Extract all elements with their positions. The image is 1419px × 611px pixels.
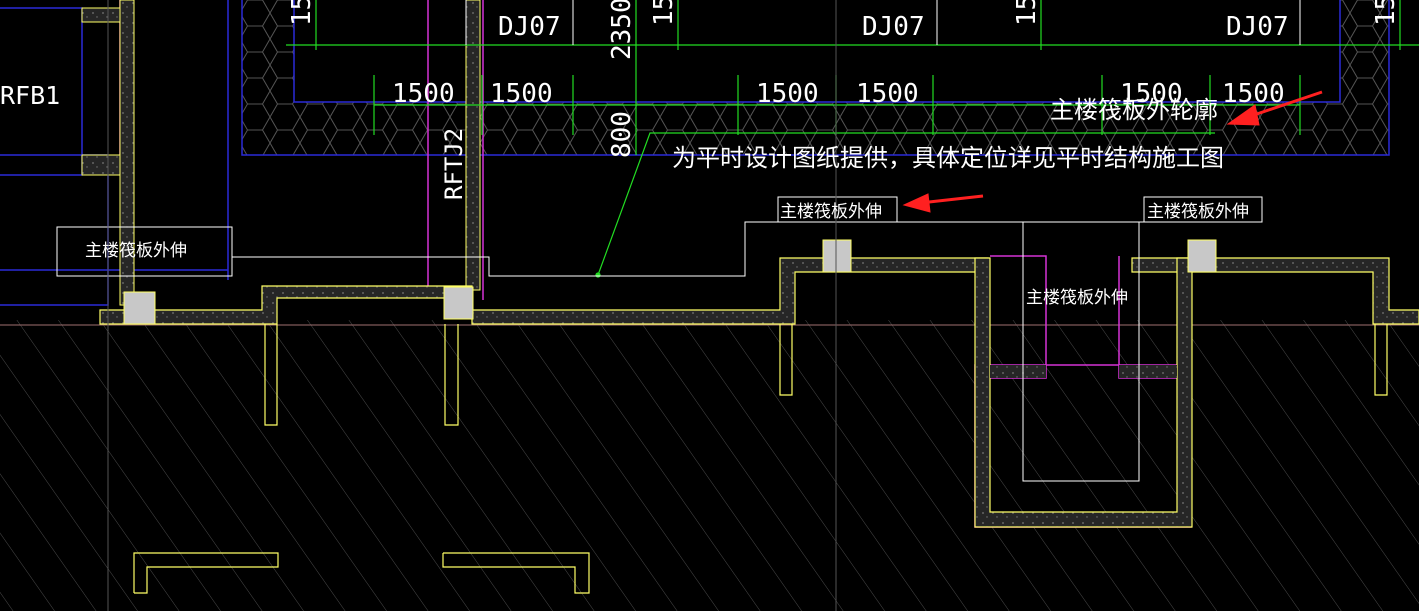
dim-15-b: 15 [649, 0, 679, 26]
dim-1500-5: 1500 [1120, 79, 1183, 109]
dim-15-d: 15 [1371, 0, 1401, 26]
annotation-arrows [902, 90, 1323, 213]
raft-hex-hatch [242, 0, 1389, 155]
label-rftj2: RFTJ2 [440, 128, 468, 200]
column-box [443, 286, 474, 320]
label-rfb1: RFB1 [0, 81, 60, 110]
dim-15-c: 15 [1012, 0, 1042, 26]
raft-slab-profile [99, 257, 1419, 594]
annotation-raft-ext-right: 主楼筏板外伸 [1147, 202, 1249, 222]
annotation-raft-ext-pit: 主楼筏板外伸 [1026, 288, 1128, 308]
dim-15-a: 15 [287, 0, 317, 26]
annotation-raft-ext-mid: 主楼筏板外伸 [780, 202, 882, 222]
column-boxes [123, 239, 1217, 325]
dim-2350: 2350 [607, 0, 637, 60]
left-wall [81, 0, 481, 306]
label-dj07-a: DJ07 [498, 12, 561, 42]
dim-1500-6: 1500 [1222, 79, 1285, 109]
arrow-to-raft-ext [902, 193, 984, 213]
annotation-outline-title: 主楼筏板外轮廓 [1050, 96, 1218, 124]
white-frame-lines [56, 0, 1301, 482]
dim-800: 800 [607, 111, 637, 158]
annotation-raft-ext-left: 主楼筏板外伸 [85, 241, 187, 261]
annotation-provided-note: 为平时设计图纸提供，具体定位详见平时结构施工图 [672, 144, 1224, 172]
label-dj07-b: DJ07 [862, 12, 925, 42]
green-dimension-lines [286, 0, 1419, 278]
column-box [822, 239, 852, 273]
dim-1500-4: 1500 [856, 79, 919, 109]
dim-1500-1: 1500 [392, 79, 455, 109]
dim-1500-2: 1500 [490, 79, 553, 109]
axis-lines [107, 0, 837, 611]
arrow-to-outline [1226, 90, 1323, 126]
dim-1500-3: 1500 [756, 79, 819, 109]
label-dj07-c: DJ07 [1226, 12, 1289, 42]
column-box [1187, 239, 1217, 273]
column-box [123, 291, 156, 325]
